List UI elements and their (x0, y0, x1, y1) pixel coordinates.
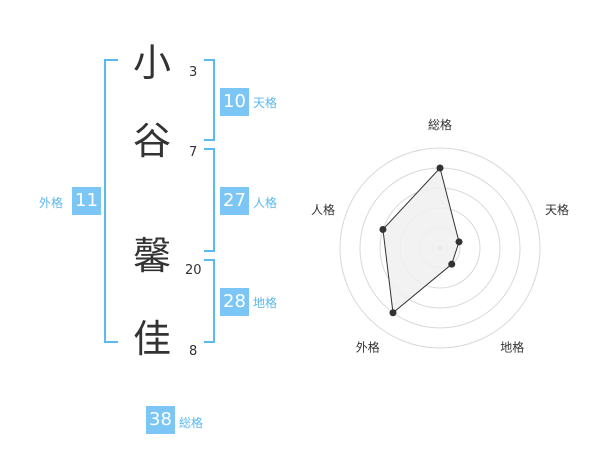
tenkaku-bracket (204, 59, 215, 141)
jinkaku-value: 27 (220, 187, 249, 215)
gaikaku-value: 11 (72, 187, 101, 215)
radar-axis-label-2: 地格 (500, 340, 524, 355)
radar-axis-label-4: 人格 (311, 202, 335, 217)
radar-point-4 (379, 225, 387, 233)
name-char-2: 谷 (132, 119, 171, 163)
gaikaku-bracket (104, 59, 118, 343)
radar-point-2 (448, 260, 456, 268)
stroke-count-4: 8 (189, 344, 198, 359)
name-char-1: 小 (132, 41, 171, 85)
stroke-count-3: 20 (185, 263, 202, 278)
jinkaku-label: 人格 (253, 196, 278, 210)
chikaku-bracket (204, 259, 215, 343)
chikaku-value: 28 (220, 288, 249, 316)
name-char-3: 馨 (132, 234, 171, 278)
radar-point-1 (455, 238, 463, 246)
radar-point-0 (436, 164, 444, 172)
gaikaku-label: 外格 (39, 196, 64, 210)
radar-point-3 (389, 309, 397, 317)
radar-axis-label-1: 天格 (545, 202, 569, 217)
tenkaku-value: 10 (220, 88, 249, 116)
radar-series-area (382, 166, 460, 314)
soukaku-value: 38 (146, 406, 175, 434)
soukaku-label: 総格 (179, 416, 204, 430)
radar-axis-label-0: 総格 (428, 117, 452, 132)
stroke-count-2: 7 (189, 145, 198, 160)
jinkaku-bracket (204, 148, 215, 252)
tenkaku-label: 天格 (253, 96, 278, 110)
stroke-count-1: 3 (189, 65, 198, 80)
radar-ring-5 (339, 147, 541, 349)
radar-axis-label-3: 外格 (356, 340, 380, 355)
chikaku-label: 地格 (253, 296, 278, 310)
name-char-4: 佳 (132, 317, 171, 361)
